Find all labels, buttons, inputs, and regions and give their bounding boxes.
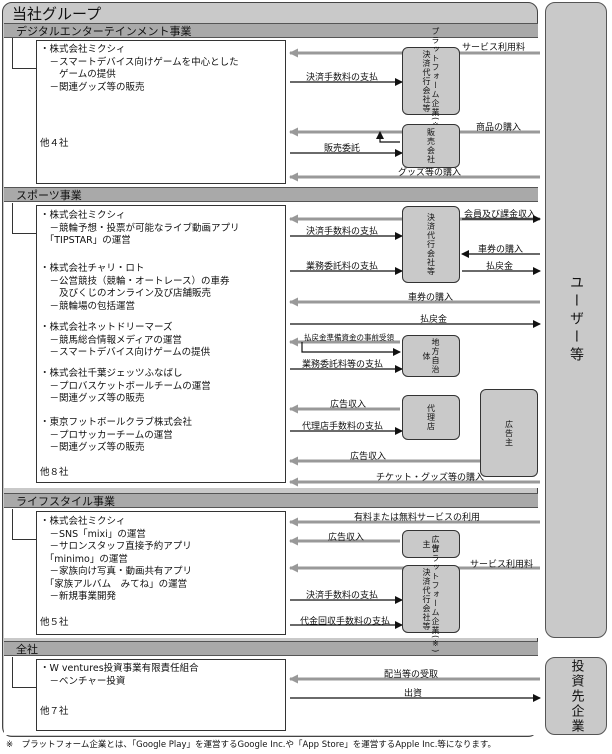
flow-label: 決済手数料の支払	[306, 73, 379, 83]
platform-payment-entity: プラットフォーム企業(※) 決済代行会社等	[402, 545, 460, 653]
advertiser-entity: 広告主	[402, 530, 460, 558]
flow-label: 有料または無料サービスの利用	[354, 513, 481, 523]
footnote: ※ プラットフォーム企業とは、「Google Play」を運営するGoogle …	[6, 740, 497, 750]
group-title: 当社グループ	[12, 5, 102, 23]
corporate-companies-box	[36, 659, 286, 731]
investees-box: 投資先企業	[545, 657, 607, 735]
bracket	[12, 657, 37, 688]
company-text: ・W ventures投資事業有限責任組合 －ベンチャー投資	[40, 663, 199, 687]
section-header-corporate: 全社	[4, 641, 538, 656]
lifestyle-companies-box	[36, 511, 286, 635]
flow-label: 車券の購入	[478, 245, 524, 255]
others-count: 他８社	[40, 467, 69, 478]
flow-label: チケット・グッズ等の購入	[376, 473, 485, 483]
flow-label: 販売委託	[324, 144, 361, 154]
flow-label: 払戻金	[420, 315, 448, 325]
flow-label: 広告収入	[350, 452, 387, 462]
flow-label: 配当等の受取	[384, 670, 439, 680]
company-text: ・株式会社チャリ・ロト －公営競技（競輪・オートレース）の車券 及びくじのオンラ…	[40, 263, 230, 312]
section-header-sports: スポーツ事業	[4, 187, 538, 202]
flow-label: 広告収入	[328, 533, 365, 543]
bracket	[12, 203, 37, 234]
flow-label: 業務委託料の支払	[306, 262, 379, 272]
flow-label: 車券の購入	[408, 293, 454, 303]
arrow	[301, 342, 401, 356]
flow-label: 払戻金	[486, 262, 514, 272]
section-header-lifestyle: ライフスタイル事業	[4, 493, 538, 508]
flow-label: 決済手数料の支払	[306, 227, 379, 237]
company-text: ・株式会社ミクシィ －スマートデバイス向けゲームを中心とした ゲームの提供 －関…	[40, 44, 239, 93]
others-count: 他５社	[40, 617, 69, 628]
flow-label: サービス利用料	[470, 560, 534, 570]
flow-label: グッズ等の購入	[398, 168, 462, 178]
company-text: ・株式会社ミクシィ －SNS「mixi」の運営 －サロンスタッフ直接予約アプリ …	[40, 516, 193, 602]
flow-label: 代金回収手数料の支払	[300, 617, 391, 627]
users-box: ユーザー等	[545, 2, 607, 638]
flow-label: 商品の購入	[476, 123, 522, 133]
others-count: 他７社	[40, 706, 69, 717]
arrow	[376, 131, 400, 143]
section-header-entertainment: デジタルエンターテインメント事業	[4, 23, 538, 38]
company-text: ・株式会社千葉ジェッツふなばし －プロバスケットボールチームの運営 －関連グッズ…	[40, 368, 211, 404]
bracket	[12, 509, 37, 540]
sales-company-entity: 販売会社	[402, 124, 460, 168]
company-text: ・株式会社ミクシィ －競輪予想・投票が可能なライブ動画アプリ 「TIPSTAR」…	[40, 210, 240, 246]
entertainment-companies-box	[36, 40, 286, 184]
local-government-entity: 地方自治体	[402, 335, 460, 377]
settlement-agent-entity: 決済代行会社等	[402, 206, 460, 283]
bracket	[12, 38, 37, 69]
company-text: ・東京フットボールクラブ株式会社 －プロサッカーチームの運営 －関連グッズ等の販…	[40, 417, 193, 453]
flow-label: 出資	[404, 689, 423, 699]
flow-label: 業務委託料等の支払	[302, 360, 384, 370]
flow-label: 広告収入	[330, 400, 367, 410]
flow-label: 会員及び課金収入	[464, 210, 537, 220]
flow-label: 決済手数料の支払	[306, 591, 379, 601]
company-text: ・株式会社ネットドリーマーズ －競馬総合情報メディアの運営 －スマートデバイス向…	[40, 322, 211, 358]
flow-label: 代理店手数料の支払	[302, 422, 384, 432]
sports-companies-box	[36, 205, 286, 483]
advertiser-entity: 広告主	[480, 389, 538, 477]
agency-entity: 代理店	[402, 395, 460, 440]
flow-label: サービス利用料	[462, 43, 526, 53]
flow-label: 払戻金準備資金の事前受領	[304, 333, 394, 342]
others-count: 他４社	[40, 138, 69, 149]
platform-payment-entity: プラットフォーム企業(※) 決済代行会社等	[402, 27, 460, 135]
